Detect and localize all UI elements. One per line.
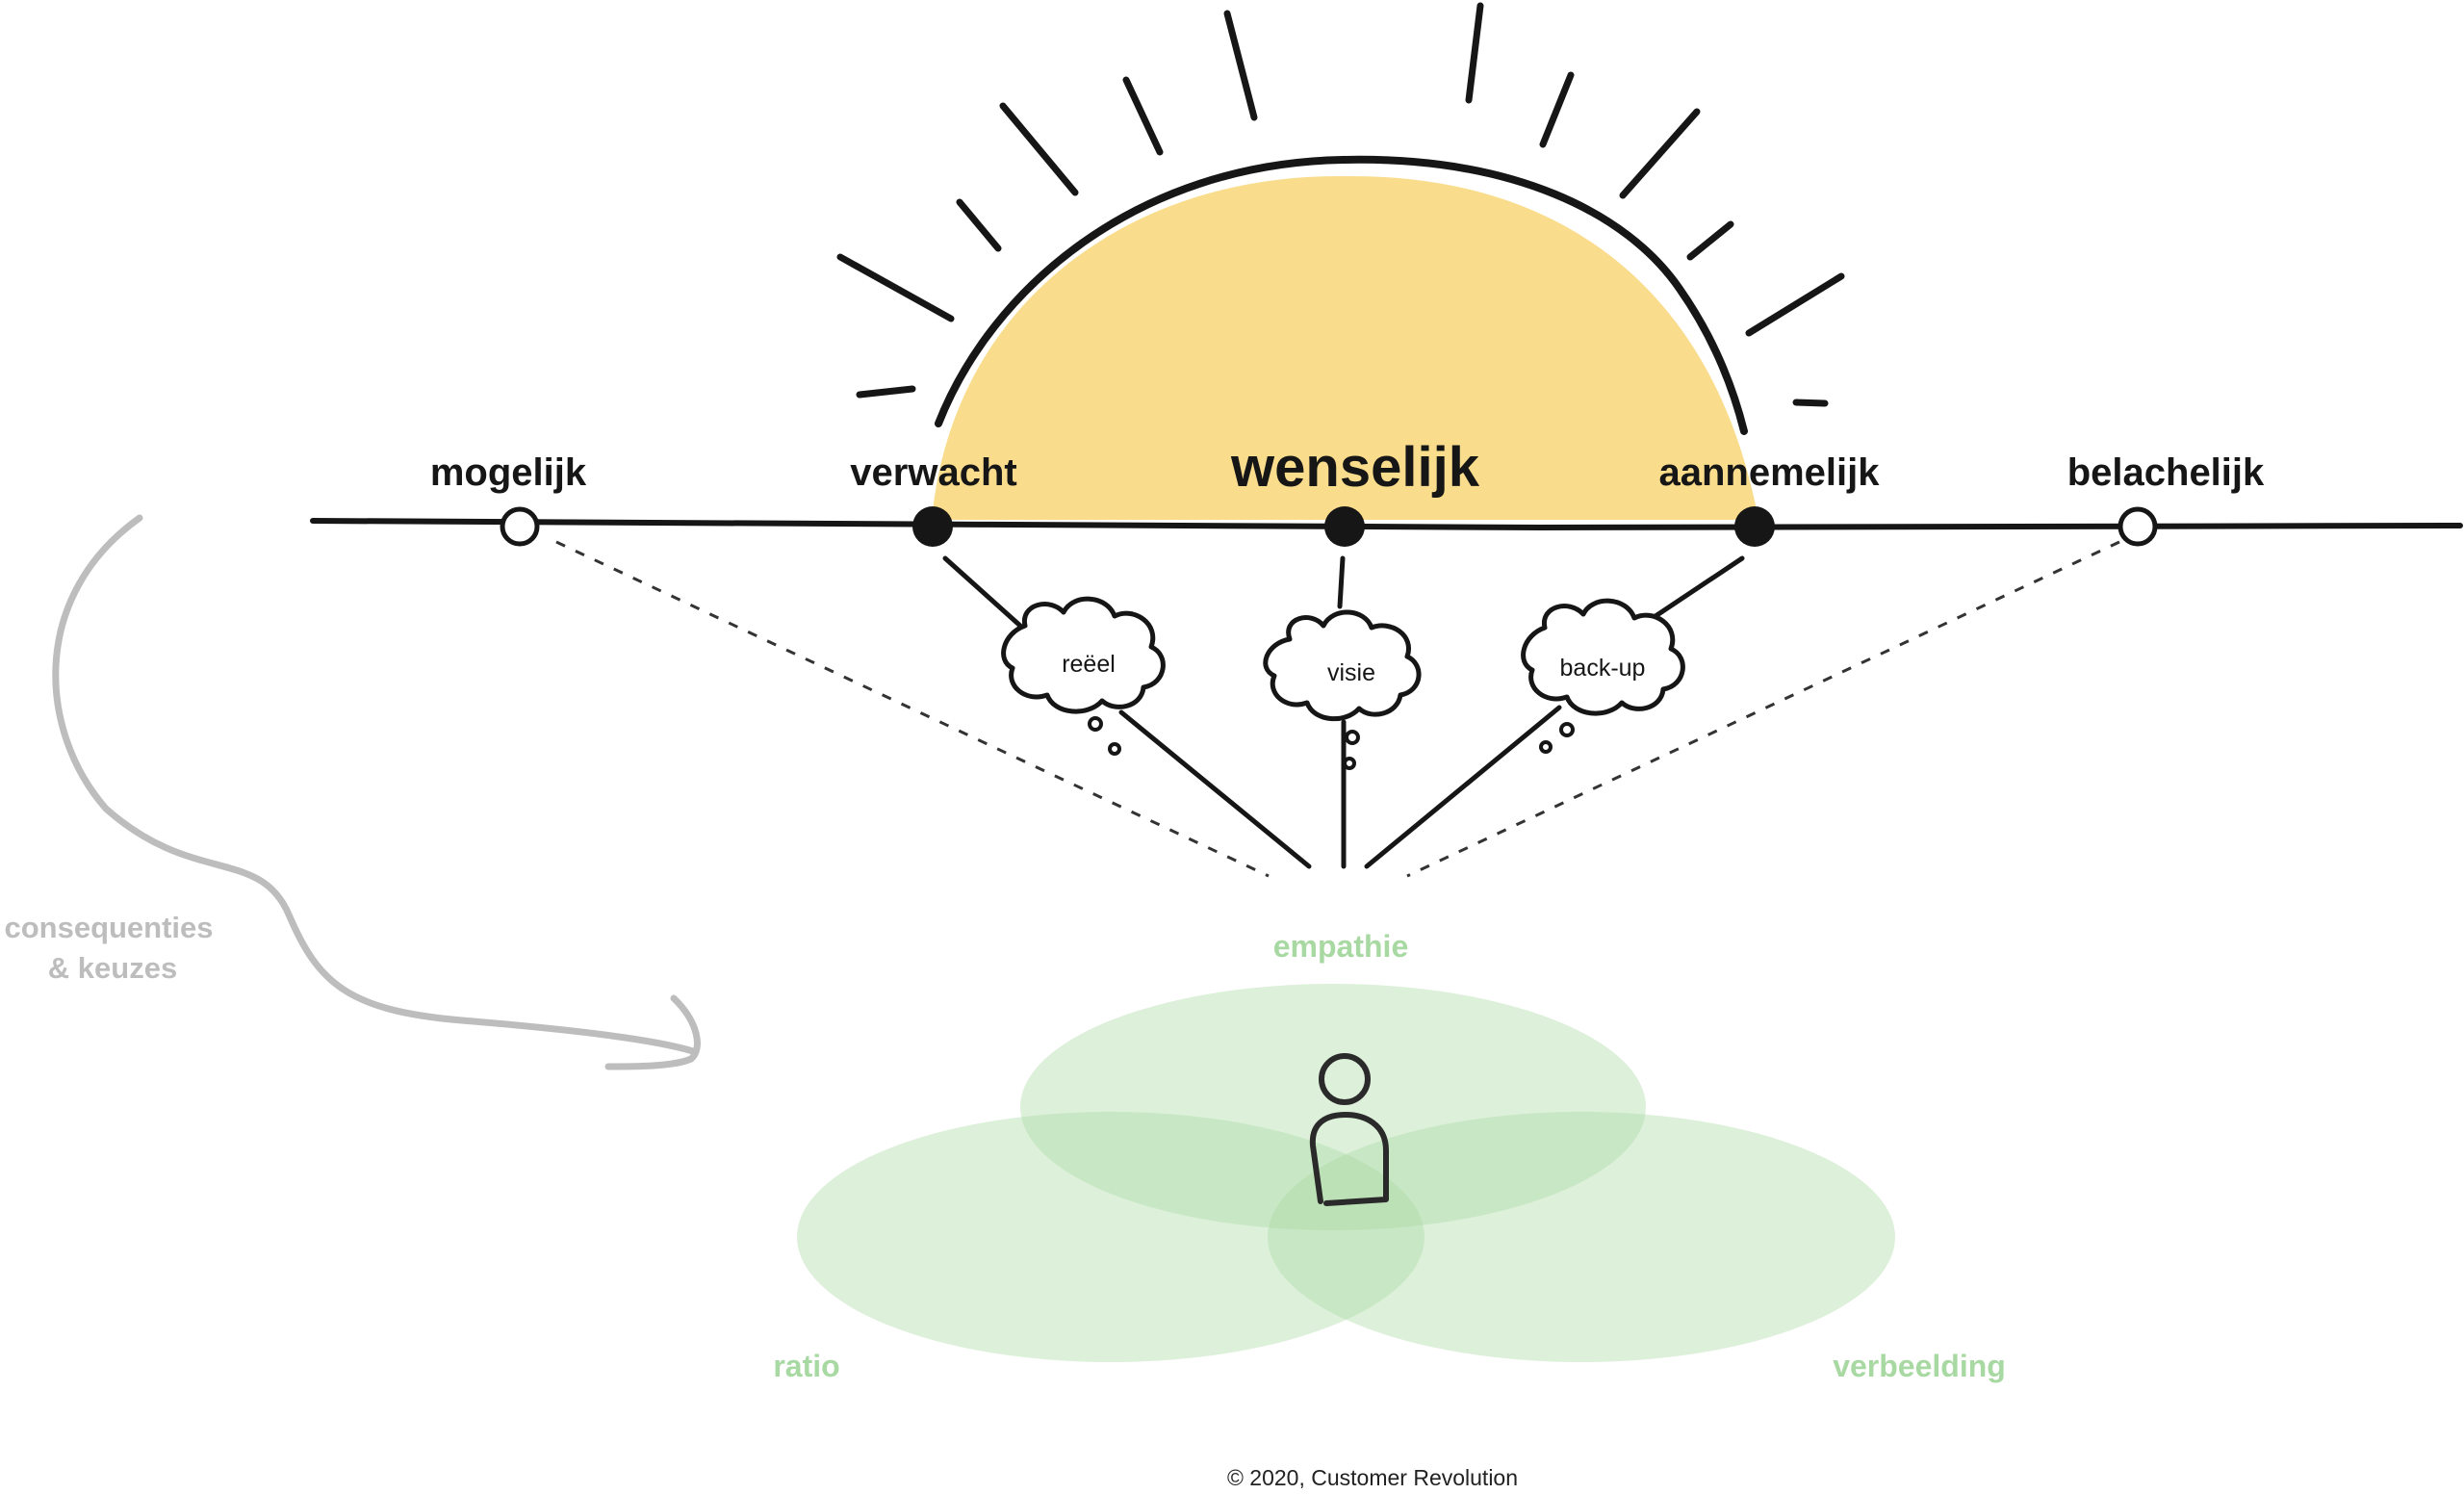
sun-fill: [932, 175, 1758, 521]
cloud-label-visie: visie: [1327, 659, 1375, 686]
marker-wenselijk: [1324, 506, 1365, 547]
note-consequenties: consequenties: [4, 911, 213, 944]
cloud-label-reeel: reëel: [1062, 651, 1116, 678]
thought-cloud-back-up: back-up: [1521, 598, 1685, 754]
marker-verwacht: [912, 506, 953, 547]
marker-mogelijk: [500, 506, 540, 547]
venn-diagram: [797, 984, 1895, 1362]
label-aannemelijk: aannemelijk: [1658, 451, 1880, 494]
person-icon: [1309, 1053, 1389, 1206]
sun-icon: [836, 2, 1845, 521]
label-empathie: empathie: [1273, 929, 1408, 964]
venn-circle-ratio: [797, 1112, 1424, 1362]
thought-cloud-visie: visie: [1263, 609, 1422, 770]
thought-cloud-reeel: reëel: [1001, 596, 1166, 756]
label-verwacht: verwacht: [850, 451, 1016, 494]
sun-rays: [836, 2, 1845, 407]
venn-circle-empathie: [1020, 984, 1646, 1230]
label-wenselijk: wenselijk: [1230, 436, 1480, 499]
label-verbeelding: verbeelding: [1833, 1349, 2006, 1383]
note-keuzes: & keuzes: [48, 951, 177, 985]
label-belachelijk: belachelijk: [2067, 451, 2265, 494]
marker-aannemelijk: [1734, 506, 1775, 547]
dotted-cone: [555, 540, 2120, 878]
spoke-lines: [942, 555, 1745, 869]
cloud-label-back-up: back-up: [1560, 655, 1646, 682]
marker-belachelijk: [2118, 506, 2158, 547]
label-mogelijk: mogelijk: [430, 451, 587, 494]
label-ratio: ratio: [773, 1349, 839, 1383]
curved-arrow-icon: [52, 514, 701, 1070]
scale-line: [310, 518, 2463, 531]
copyright-text: © 2020, Customer Revolution: [1227, 1465, 1518, 1490]
sun-outline: [935, 155, 1748, 435]
venn-circle-verbeelding: [1268, 1112, 1895, 1362]
